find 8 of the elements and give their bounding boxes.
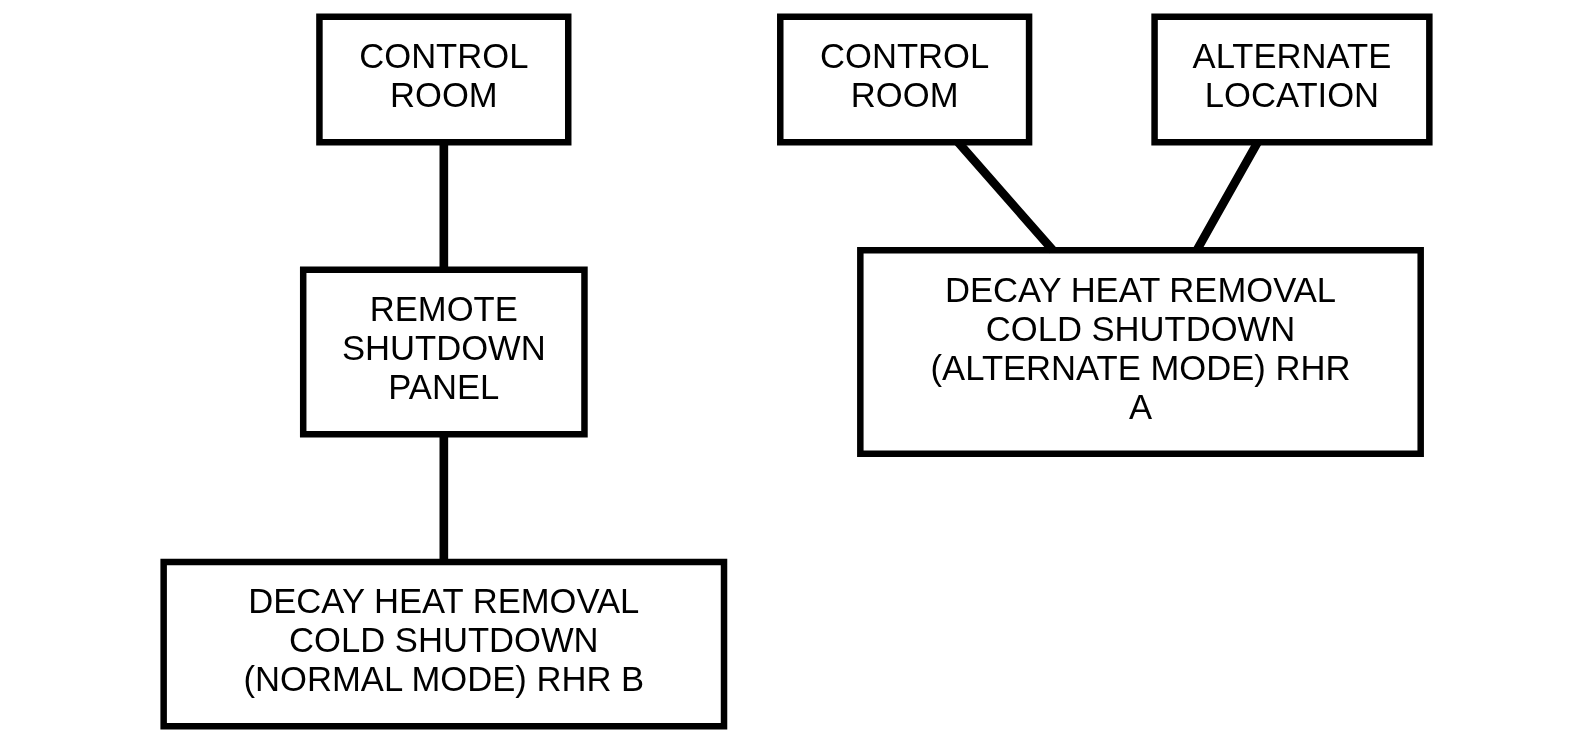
connector	[439, 434, 449, 562]
node-box: CONTROL ROOM	[316, 13, 572, 146]
node-box: REMOTE SHUTDOWN PANEL	[299, 266, 588, 438]
connector	[439, 142, 449, 269]
node-box: DECAY HEAT REMOVAL COLD SHUTDOWN (ALTERNATE MODE) RHR A	[857, 247, 1424, 457]
node-box: ALTERNATE LOCATION	[1151, 13, 1433, 146]
node-box: CONTROL ROOM	[777, 13, 1033, 146]
node-box: DECAY HEAT REMOVAL COLD SHUTDOWN (NORMAL MODE) RHR B	[160, 558, 728, 730]
